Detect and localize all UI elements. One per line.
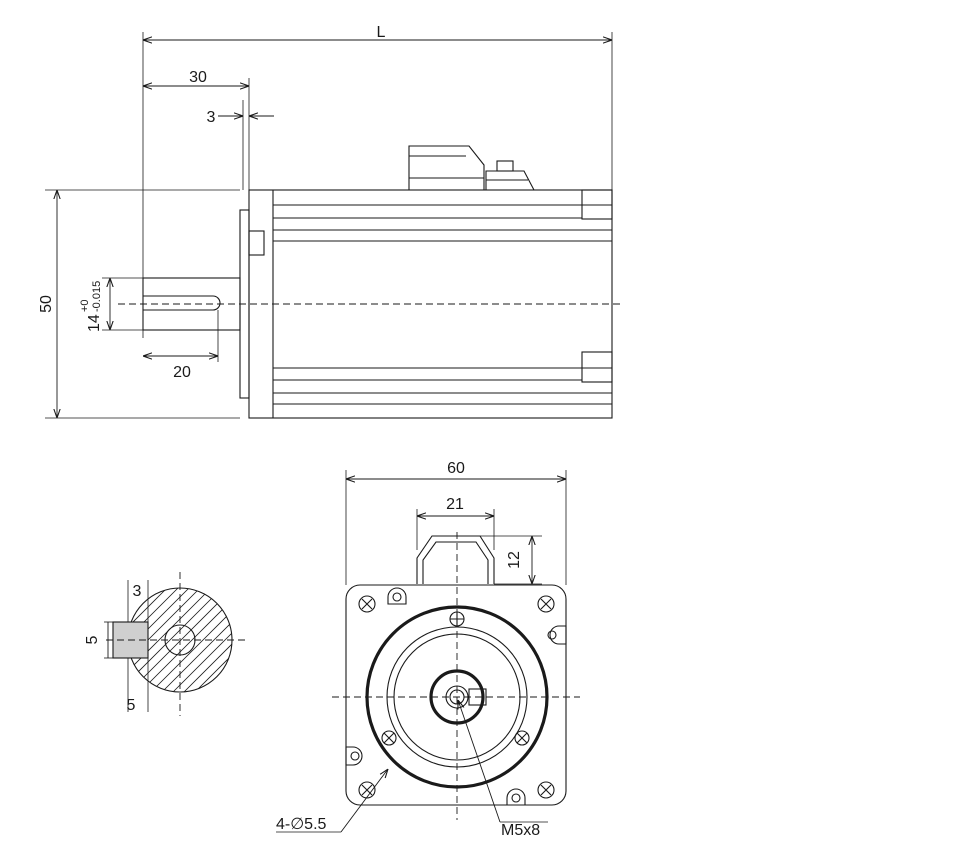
lug-top-left: [387, 587, 407, 605]
mount-hole-top-right: [537, 595, 555, 613]
svg-text:-0.015: -0.015: [91, 281, 103, 312]
key-width-label: 5: [84, 635, 101, 644]
flange-thickness-label: 3: [207, 109, 216, 126]
shaft-ring: [429, 669, 485, 725]
pilot-screw-left: [381, 730, 397, 746]
hatch-line: [142, 588, 232, 692]
hatch-line: [164, 588, 232, 692]
shaft-diameter-label: 14 +0 -0.015: [79, 281, 103, 332]
hatch-line: [128, 588, 220, 692]
shaft-extension-label: 30: [189, 69, 207, 86]
pilot-screw-right: [514, 730, 530, 746]
motor-shaft: [142, 277, 241, 362]
flange-width-label: 60: [447, 460, 465, 477]
mount-hole-bottom-right: [537, 781, 555, 799]
lug-bottom-right: [506, 788, 526, 806]
mount-hole-leader: [340, 769, 388, 833]
thread-leader: [458, 700, 501, 823]
shaft-bore-outer: [445, 685, 469, 709]
hatch-line: [153, 588, 232, 692]
hatch-line: [186, 588, 232, 692]
svg-text:14: 14: [86, 314, 103, 332]
front-shaft-key: [468, 688, 487, 706]
height-label: 50: [38, 295, 55, 313]
flange-spigot-key: [248, 230, 265, 256]
power-connector: [408, 145, 485, 190]
shaft-cross-section: 3 5 5: [0, 572, 246, 716]
side-view: L 30 3 50: [38, 24, 622, 419]
key-length-label: 20: [173, 364, 191, 381]
front-view: 60 21 12: [276, 460, 580, 839]
hatch-line: [0, 580, 120, 700]
key-depth-label: 3: [133, 583, 142, 600]
lug-right: [547, 625, 567, 645]
shaft-bore-inner: [449, 689, 465, 705]
connector-height-label: 12: [506, 551, 523, 569]
encoder-connector: [485, 160, 535, 191]
hatch-line: [131, 588, 232, 692]
mount-hole-top-left: [358, 595, 376, 613]
hatch-line: [175, 588, 232, 692]
length-label: L: [377, 24, 386, 41]
front-flange: [345, 584, 567, 806]
pilot-inner-circle: [393, 633, 521, 761]
pilot-outer-circle: [386, 626, 528, 768]
thread-label: M5x8: [501, 822, 540, 839]
connector-width-label: 21: [446, 496, 464, 513]
svg-text:+0: +0: [79, 299, 91, 312]
pilot-screw-top: [449, 611, 465, 627]
mount-holes-label: 4-∅5.5: [276, 816, 327, 833]
hatch-line: [128, 588, 187, 692]
key-offset-label: 5: [127, 697, 136, 714]
lug-bottom-left: [345, 746, 363, 766]
flange-outer-ring: [365, 605, 549, 789]
connector-front: [416, 535, 495, 584]
hatch-line: [230, 588, 232, 692]
hatch-line: [128, 588, 176, 692]
